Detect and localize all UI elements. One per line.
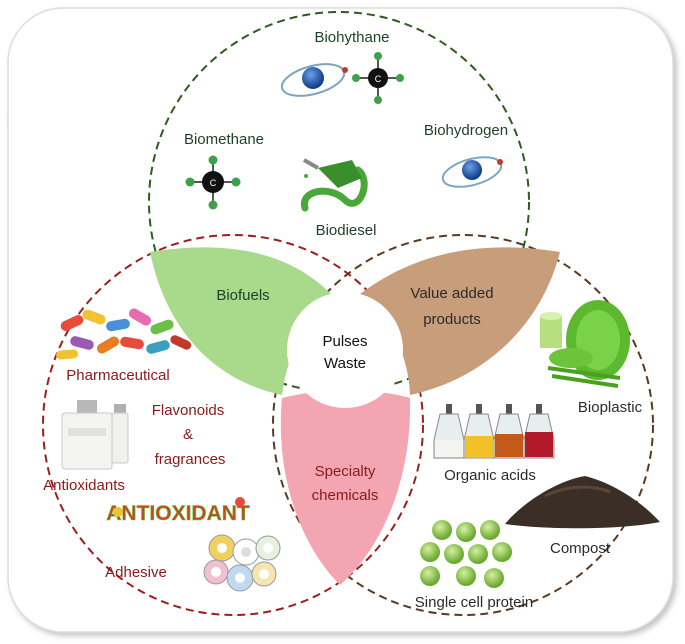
adhesive-label: Adhesive bbox=[105, 564, 167, 581]
specialty-label-line1: Specialty bbox=[315, 463, 376, 480]
svg-text:C: C bbox=[210, 178, 217, 188]
pharmaceutical-label: Pharmaceutical bbox=[66, 367, 169, 384]
center-label-line2: Waste bbox=[324, 355, 366, 372]
fuel-nozzle-icon bbox=[301, 158, 368, 212]
antioxidant-food-logo: ANTIOXIDANT bbox=[106, 497, 250, 525]
fragrances-label: fragrances bbox=[155, 451, 226, 468]
methane-molecule-icon: C bbox=[352, 52, 404, 104]
flavonoids-label: Flavonoids bbox=[152, 402, 225, 419]
single-cell-protein-icon bbox=[420, 520, 512, 588]
single-cell-protein-label: Single cell protein bbox=[415, 594, 533, 611]
value-added-petal bbox=[355, 247, 560, 395]
specialty-circle bbox=[42, 234, 424, 616]
bioplastic-label: Bioplastic bbox=[578, 399, 643, 416]
biomethane-label: Biomethane bbox=[184, 131, 264, 148]
biofuels-label: Biofuels bbox=[216, 287, 269, 304]
biohythane-label: Biohythane bbox=[314, 29, 389, 46]
perfume-bottle-icon bbox=[61, 400, 129, 470]
methane-molecule-icon: C bbox=[185, 155, 241, 210]
antioxidant-logo-text: ANTIOXIDANT bbox=[106, 502, 250, 525]
specialty-petal bbox=[280, 390, 411, 585]
svg-text:C: C bbox=[375, 74, 382, 84]
pills-icon bbox=[56, 308, 192, 360]
value-added-circle bbox=[272, 234, 654, 616]
hydrogen-atom-icon bbox=[441, 156, 503, 188]
compost-pile-icon bbox=[505, 476, 660, 529]
value-added-label-line2: products bbox=[423, 311, 481, 328]
biohydrogen-label: Biohydrogen bbox=[424, 122, 508, 139]
organic-acids-label: Organic acids bbox=[444, 467, 536, 484]
biofuels-circle bbox=[148, 11, 530, 393]
green-tableware-icon bbox=[540, 300, 630, 388]
organic-acid-bottles-icon bbox=[433, 404, 555, 459]
hydrogen-atom-icon bbox=[280, 63, 348, 97]
center-circle bbox=[287, 292, 403, 408]
flavonoids-ampersand: & bbox=[183, 426, 193, 443]
adhesive-tape-rolls-icon bbox=[203, 534, 281, 592]
value-added-label-line1: Value added bbox=[410, 285, 493, 302]
specialty-label-line2: chemicals bbox=[312, 487, 379, 504]
center-label-line1: Pulses bbox=[322, 333, 367, 350]
biodiesel-label: Biodiesel bbox=[316, 222, 377, 239]
compost-label: Compost bbox=[550, 540, 611, 557]
antioxidants-label: Antioxidants bbox=[43, 477, 125, 494]
